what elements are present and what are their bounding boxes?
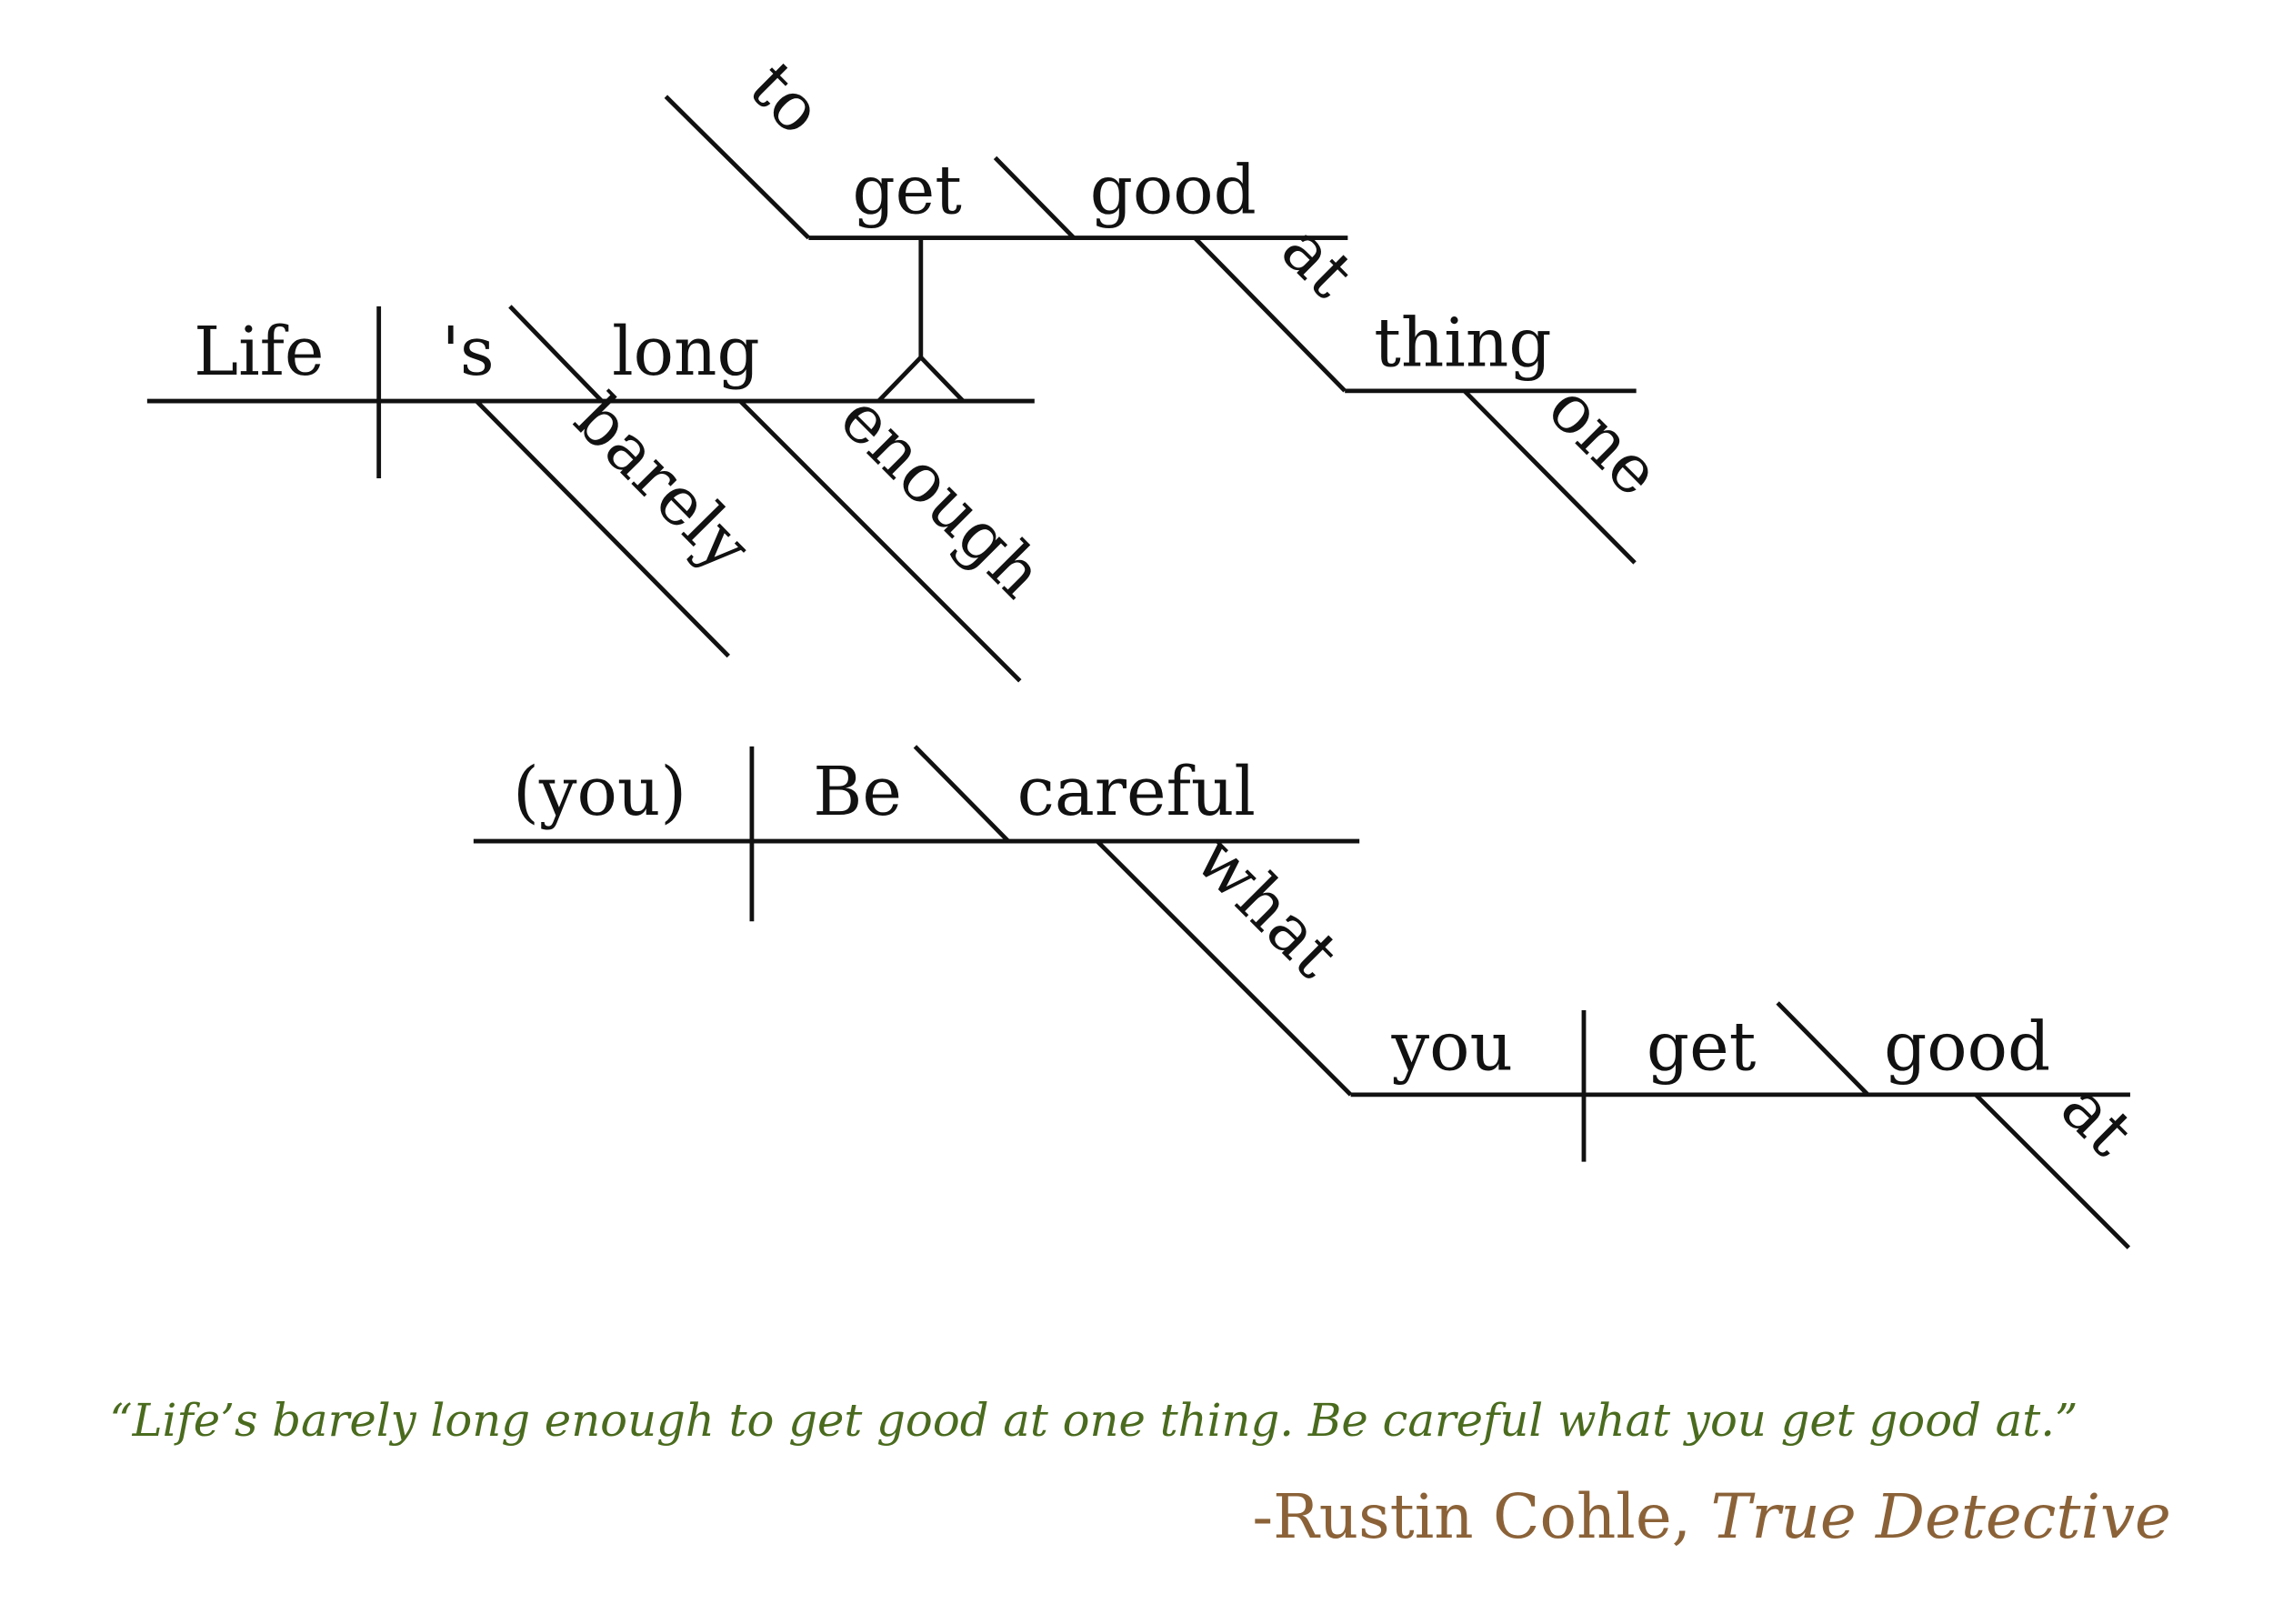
word-good: good	[1090, 152, 1257, 229]
word-subject: Life	[194, 314, 324, 391]
word-verb: 's	[442, 314, 495, 391]
word-to: to	[735, 47, 836, 149]
clause-complement-slant	[1776, 1001, 1870, 1097]
attribution: -Rustin Cohle, True Detective	[1252, 1481, 2170, 1552]
preposition-line	[1193, 236, 1347, 393]
sentence-2-diagram: (you) Be careful what you get good at	[473, 745, 2148, 1249]
word-barely: barely	[559, 380, 765, 586]
word-get-2: get	[1647, 1009, 1757, 1087]
clause-connector-line	[1096, 839, 1353, 1097]
word-what: what	[1180, 820, 1354, 994]
modifier-line-one	[1462, 389, 1637, 565]
word-enough: enough	[825, 380, 1057, 613]
modifier-line-enough	[738, 399, 1022, 683]
word-you-implied: (you)	[513, 754, 686, 831]
word-at-2: at	[2046, 1069, 2148, 1171]
sentence-1-diagram: Life 's long barely enough to get good a…	[146, 47, 1675, 683]
attribution-author: -Rustin Cohle,	[1252, 1481, 1710, 1552]
word-you: you	[1390, 1009, 1512, 1087]
infinitive-marker-line	[664, 95, 811, 240]
infinitive-complement-slant	[993, 155, 1076, 240]
quote-text: “Life’s barely long enough to get good a…	[109, 1394, 2078, 1447]
clause-preposition-line	[1974, 1093, 2131, 1249]
word-be: Be	[813, 754, 902, 831]
word-thing: thing	[1374, 306, 1551, 383]
word-complement: long	[612, 314, 760, 391]
complement-slant	[508, 305, 604, 403]
complement-slant-2	[913, 745, 1010, 843]
attribution-source: True Detective	[1710, 1481, 2170, 1552]
modifier-line-barely	[475, 399, 730, 658]
word-get: get	[853, 152, 963, 229]
word-good-2: good	[1884, 1009, 2050, 1087]
word-at: at	[1267, 211, 1368, 313]
word-careful: careful	[1017, 754, 1256, 831]
